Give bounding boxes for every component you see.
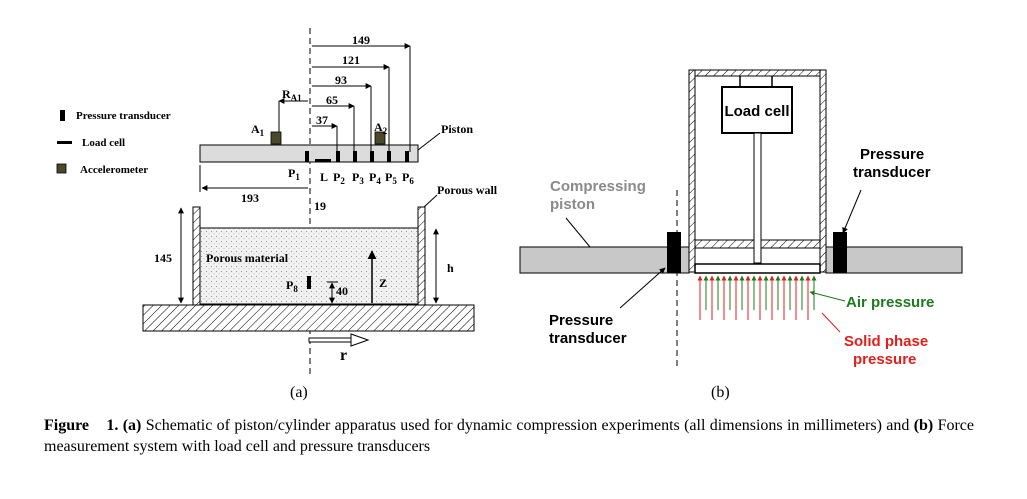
- caption-b-tag: (b): [913, 417, 934, 434]
- compressing-piston-label-1: Compressing: [550, 178, 646, 195]
- accelerometer-a1: [270, 131, 282, 145]
- label-z: Z: [379, 276, 387, 290]
- transducer-p8: [307, 276, 311, 289]
- load-cell-legend-icon: [57, 141, 72, 144]
- porous-wall-leader: [423, 194, 438, 208]
- porous-wall-right: [417, 206, 426, 306]
- label-l: L: [320, 170, 328, 184]
- dim-19: 19: [314, 199, 326, 213]
- load-cell-label: Load cell: [724, 103, 789, 120]
- label-porous-material: Porous material: [206, 251, 289, 265]
- compressing-piston-label-2: piston: [550, 196, 595, 213]
- porous-material-block: [199, 227, 419, 305]
- label-p8: P8: [286, 278, 298, 294]
- accelerometer-legend-icon: [56, 163, 67, 174]
- bottom-plate: [694, 263, 821, 274]
- dim-193: 193: [241, 191, 259, 205]
- air-leader: [809, 290, 846, 302]
- caption-figure-word: Figure: [44, 417, 90, 434]
- solid-label-2: pressure: [853, 351, 916, 368]
- legend-pressure-transducer: Pressure transducer: [76, 110, 171, 122]
- piston-transducers: [305, 151, 409, 162]
- pressure-transducer-left: [667, 232, 681, 273]
- label-p3: P3: [352, 170, 364, 186]
- piston-leader: [417, 132, 441, 151]
- accelerometer-a2: [374, 131, 386, 145]
- pt-right-leader: [842, 189, 862, 234]
- panel-a-tag: (a): [290, 384, 308, 401]
- label-p1: P1: [288, 166, 300, 182]
- panel-a: Pressure transducer Load cell Accelerome…: [56, 28, 498, 401]
- caption-a-tag: (a): [122, 417, 142, 434]
- label-p4: P4: [369, 170, 381, 186]
- caption-a-text: Schematic of piston/cylinder apparatus u…: [141, 417, 914, 434]
- label-p6: P6: [402, 170, 414, 186]
- compressing-piston-right: [825, 246, 963, 274]
- porous-wall-left: [192, 206, 201, 306]
- label-p5: P5: [385, 170, 397, 186]
- pressure-arrows: [697, 275, 817, 320]
- panel-b: Load cell Pressure transducer Compressin…: [519, 69, 963, 401]
- frame-right: [819, 69, 827, 273]
- dim-145: 145: [154, 251, 172, 265]
- legend: Pressure transducer Load cell Accelerome…: [56, 110, 171, 176]
- label-ra1: RA1: [282, 87, 302, 103]
- frame-top: [688, 69, 827, 77]
- dim-93: 93: [335, 73, 347, 87]
- label-piston: Piston: [441, 122, 473, 136]
- dim-37: 37: [316, 113, 328, 127]
- label-porous-wall: Porous wall: [437, 183, 498, 197]
- label-p2: P2: [333, 170, 345, 186]
- dimension-lines-top: [199, 43, 411, 192]
- solid-leader: [821, 312, 841, 333]
- dim-40: 40: [336, 284, 348, 298]
- base-plate: [142, 304, 475, 332]
- caption-b-text: Force measurement system with load cell …: [44, 417, 975, 455]
- load-rod: [753, 132, 762, 264]
- figure-caption: Figure 1. (a) Schematic of piston/cylind…: [44, 415, 974, 457]
- pt-right-label-1: Pressure: [860, 146, 924, 163]
- pt-left-leader: [619, 267, 666, 309]
- frame-left: [688, 69, 696, 273]
- solid-label-1: Solid phase: [844, 333, 928, 350]
- label-a1: A1: [251, 122, 265, 138]
- pt-left-label-1: Pressure: [549, 312, 613, 329]
- pt-left-label-2: transducer: [549, 330, 627, 347]
- label-r: r: [340, 347, 347, 364]
- label-a2: A2: [374, 120, 388, 136]
- pt-right-label-2: transducer: [853, 164, 931, 181]
- load-cell-box: [721, 86, 793, 134]
- dim-65: 65: [326, 93, 338, 107]
- air-pressure-label: Air pressure: [846, 294, 934, 311]
- dim-149: 149: [352, 33, 370, 47]
- compress-leader: [565, 217, 591, 248]
- dim-121: 121: [342, 53, 360, 67]
- pressure-transducer-right: [833, 232, 847, 273]
- legend-load-cell: Load cell: [82, 137, 125, 149]
- caption-figure-num: 1.: [106, 417, 119, 434]
- panel-b-tag: (b): [711, 384, 730, 401]
- r-axis-head: [350, 333, 370, 347]
- legend-accelerometer: Accelerometer: [80, 164, 148, 176]
- label-h: h: [447, 261, 454, 275]
- pressure-transducer-legend-icon: [60, 110, 65, 121]
- r-axis-shaft: [308, 337, 352, 343]
